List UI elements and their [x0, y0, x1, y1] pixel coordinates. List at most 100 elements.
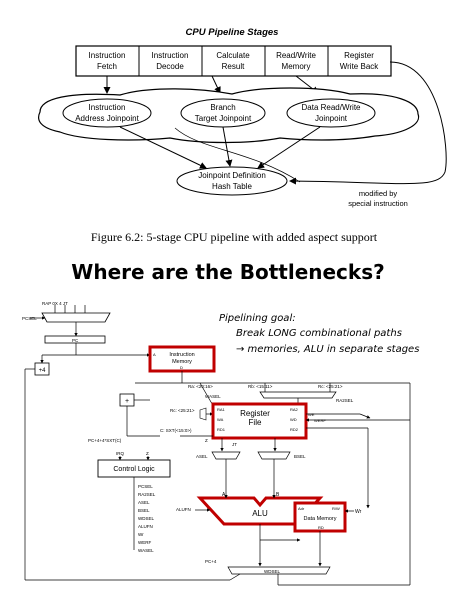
port-label: D	[180, 365, 183, 370]
alu-b-label: B	[276, 492, 280, 498]
pipeline-stage-frame	[75, 45, 392, 77]
field-label: Rc: <25:21>	[170, 408, 195, 413]
alu-label: ALU	[252, 509, 268, 518]
ra2sel-label: RA2SEL	[336, 398, 354, 403]
asel-mux	[211, 451, 241, 460]
port-label: RD	[318, 525, 324, 530]
port-label: Adr	[298, 506, 305, 511]
figure-pipeline: CPU Pipeline Stages Instruction Fetch In…	[38, 27, 447, 244]
goal-line1: Pipelining goal:	[219, 313, 296, 324]
joinpoint-label: Address Joinpoint	[75, 114, 139, 123]
plus4-label: +4	[39, 368, 47, 374]
stage-decode: Instruction Decode	[152, 51, 189, 71]
pipeline-title: CPU Pipeline Stages	[186, 27, 279, 38]
control-signal: WERF	[138, 540, 151, 545]
figure-caption: Figure 6.2: 5-stage CPU pipeline with ad…	[91, 230, 378, 244]
pcsel-label: PCSEL	[22, 316, 37, 321]
joinpoint-label: Joinpoint	[315, 114, 348, 123]
port-label: WE	[308, 412, 315, 417]
stage-label: Decode	[156, 62, 184, 71]
control-signal: PCSEL	[138, 484, 153, 489]
pcsel-mux	[41, 312, 111, 323]
goal-line2: Break LONG combinational paths	[236, 328, 402, 339]
reg-file-label: Register	[240, 409, 270, 418]
werf-label: WERF	[314, 418, 326, 423]
bsel-mux	[257, 451, 291, 460]
control-signal: Wr	[138, 532, 144, 537]
port-label: RD2	[290, 427, 299, 432]
port-label: R/W	[332, 506, 340, 511]
stage-calculate: Calculate Result	[216, 51, 250, 71]
mux-inputs-label: RAP 0X 4 JT	[42, 301, 68, 306]
irq-label: IRQ	[116, 451, 125, 456]
wasel-label: WASEL	[205, 394, 221, 399]
port-label: WD	[290, 417, 297, 422]
arrow-to-hash	[222, 126, 233, 167]
hash-table-label: Joinpoint Definition	[198, 171, 266, 180]
reg-file-label: File	[249, 418, 262, 427]
z-label: Z	[146, 451, 149, 456]
stage-label: Write Back	[340, 62, 380, 71]
control-signal: BSEL	[138, 508, 150, 513]
control-signal: ALUFN	[138, 524, 153, 529]
field-label: Rb: <15:11>	[248, 384, 273, 389]
arrow-crossing	[174, 127, 301, 183]
arrow-to-hash	[119, 126, 207, 169]
wire	[229, 573, 241, 581]
adder-label: +	[125, 398, 129, 405]
joinpoint-label: Target Joinpoint	[195, 114, 252, 123]
pc4-label: PC+4	[205, 559, 217, 564]
note-label: modified by	[359, 189, 398, 198]
instr-mem-label: Instruction	[169, 352, 194, 358]
stage-label: Result	[222, 62, 245, 71]
bottleneck-heading: Where are the Bottlenecks?	[71, 260, 384, 284]
wasel-mux	[199, 407, 207, 421]
stage-label: Register	[344, 51, 374, 60]
wire	[359, 413, 371, 419]
data-memory	[293, 501, 347, 533]
wdsel-mux	[227, 566, 331, 575]
joinpoint-instruction-address	[62, 98, 152, 128]
hash-table	[176, 166, 288, 196]
stage-memory: Read/Write Memory	[276, 51, 316, 71]
data-mem-label: Data Memory	[303, 516, 336, 522]
port-label: RD1	[217, 427, 226, 432]
alu	[196, 496, 324, 526]
asel-label: ASEL	[196, 454, 208, 459]
stage-label: Instruction	[152, 51, 189, 60]
stage-label: Memory	[282, 62, 311, 71]
arrow-writeback-hash	[289, 61, 447, 185]
pc-label: PC	[72, 338, 79, 343]
z-flag-label: Z	[205, 438, 208, 443]
arrow-calc-joinpoint	[211, 75, 221, 94]
note-label: special instruction	[348, 199, 408, 208]
control-logic-label: Control Logic	[113, 466, 155, 473]
port-label: WA	[217, 417, 224, 422]
branch-target-label: PC+4+4*SXT(C)	[88, 438, 122, 443]
goal-line3: → memories, ALU in separate stages	[236, 344, 419, 355]
port-label: RA2	[290, 407, 299, 412]
figure-bottlenecks: Where are the Bottlenecks? Pipelining go…	[22, 260, 419, 586]
control-signal: WASEL	[138, 548, 154, 553]
stage-fetch: Instruction Fetch	[89, 51, 126, 71]
alufn-label: ALUFN	[176, 507, 191, 512]
control-signal-list: PCSEL RA2SEL ASEL BSEL WDSEL ALUFN Wr WE…	[138, 484, 156, 553]
joinpoint-data-readwrite	[286, 98, 376, 128]
port-label: A	[153, 352, 156, 357]
stage-label: Fetch	[97, 62, 117, 71]
stage-label: Read/Write	[276, 51, 316, 60]
ra2sel-mux	[259, 391, 337, 399]
stage-label: Calculate	[216, 51, 250, 60]
bsel-label: BSEL	[294, 454, 306, 459]
joinpoint-label: Branch	[210, 103, 235, 112]
wr-label: Wr	[355, 509, 362, 515]
jt-label: JT	[232, 442, 237, 447]
joinpoint-label: Data Read/Write	[302, 103, 362, 112]
control-signal: RA2SEL	[138, 492, 156, 497]
instr-mem-label: Memory	[172, 359, 192, 365]
sext-label: C: SXT(<15:0>)	[160, 428, 192, 433]
stage-writeback: Register Write Back	[340, 51, 380, 71]
alu-a-label: A	[222, 492, 226, 498]
joinpoint-label: Instruction	[89, 103, 126, 112]
